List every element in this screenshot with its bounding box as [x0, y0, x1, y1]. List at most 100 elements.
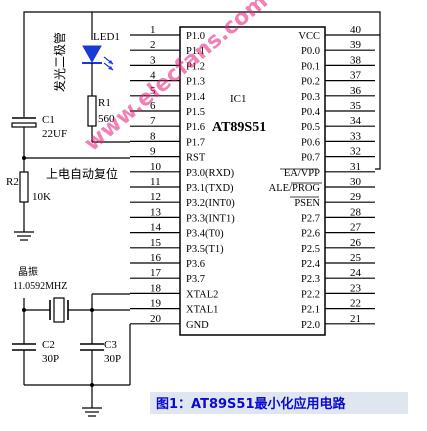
pin-label: P3.1(TXD)	[186, 183, 234, 194]
pin-number: 11	[150, 176, 161, 188]
r1-body	[87, 95, 97, 127]
left-pin-group: 1P1.02P1.13P1.24P1.35P1.46P1.57P1.68P1.7…	[130, 24, 235, 331]
pin-number: 38	[350, 54, 362, 66]
pin-number: 23	[350, 282, 362, 294]
pin-number: 12	[150, 191, 161, 203]
pin-label: P3.3(INT1)	[186, 213, 235, 224]
pin-number: 34	[350, 115, 362, 127]
r1-value: 560	[98, 113, 115, 125]
pin-label: XTAL1	[186, 305, 218, 316]
pin-number: 13	[150, 206, 162, 218]
pin-number: 28	[350, 206, 362, 218]
r1-label: R1	[98, 97, 111, 109]
left-pin: 6P1.5	[130, 100, 205, 118]
led-label: LED1	[93, 31, 120, 43]
pin-label: XTAL2	[186, 289, 218, 300]
pin-label: P1.6	[186, 122, 205, 133]
c3-label: C3	[104, 339, 117, 351]
pin-label: P3.7	[186, 274, 205, 285]
caption-background	[150, 392, 408, 414]
pin-label: P2.0	[301, 320, 320, 331]
pin-label: P1.4	[186, 92, 206, 103]
pin-label: P1.7	[186, 137, 205, 148]
led-ray-arrow-2	[108, 66, 113, 70]
pin-label: P2.1	[301, 305, 320, 316]
c2-value: 30P	[42, 353, 59, 365]
left-pin: 2P1.1	[130, 39, 205, 57]
pin-number: 27	[350, 222, 362, 234]
pin-label: P2.3	[301, 274, 320, 285]
pin-label: P0.7	[301, 153, 320, 164]
pin-label: P0.0	[301, 46, 320, 57]
vcc-left-wire	[23, 11, 92, 117]
pin-number: 3	[150, 54, 156, 66]
pin-number: 10	[150, 161, 162, 173]
pin-number: 8	[150, 130, 156, 142]
pin-label: P3.6	[186, 259, 205, 270]
pin-label: PSEN	[294, 198, 320, 209]
pin-label: EA/VPP	[284, 168, 320, 179]
right-pin-group: 40VCC39P0.038P0.137P0.236P0.335P0.434P0.…	[269, 24, 375, 331]
left-pin: 7P1.6	[130, 115, 205, 133]
left-pin: 8P1.7	[130, 130, 205, 148]
chip-body	[179, 26, 326, 336]
pin-label: P2.6	[301, 229, 320, 240]
pin-label: P0.6	[301, 137, 320, 148]
r2-label: R2	[6, 176, 19, 188]
pin-label: P1.3	[186, 77, 205, 88]
pin-number: 14	[150, 222, 162, 234]
r2-value: 10K	[32, 191, 51, 203]
pin-number: 29	[350, 191, 362, 203]
pin-label: P2.7	[301, 213, 320, 224]
pin-number: 2	[150, 39, 156, 51]
pin-number: 15	[150, 237, 162, 249]
pin-number: 31	[350, 161, 361, 173]
pin-number: 24	[350, 267, 362, 279]
pin-label: ALE/PROG	[269, 183, 321, 194]
pin-number: 26	[350, 237, 362, 249]
pin-number: 40	[350, 24, 362, 36]
pin-label: P3.4(T0)	[186, 229, 224, 240]
pin-number: 36	[350, 85, 362, 97]
pin-label: P0.4	[301, 107, 321, 118]
pin-label: P3.2(INT0)	[186, 198, 235, 209]
pin-number: 22	[350, 298, 361, 310]
figure-caption: 图1：AT89S51最小化应用电路	[156, 396, 347, 412]
pin-number: 7	[150, 115, 156, 127]
led-description: 发光二极管	[52, 32, 67, 92]
pin-label: P1.2	[186, 61, 205, 72]
pin-number: 17	[150, 267, 162, 279]
pin-label: VCC	[298, 31, 320, 42]
pin-number: 21	[350, 313, 361, 325]
pin-label: P2.5	[301, 244, 320, 255]
vcc-rail-wire	[91, 11, 381, 40]
pin-label: P0.1	[301, 61, 320, 72]
pin-number: 25	[350, 252, 362, 264]
chip-name: AT89S51	[212, 120, 266, 135]
pin-number: 18	[150, 282, 162, 294]
pin-number: 9	[150, 146, 156, 158]
pin-number: 33	[350, 130, 362, 142]
crystal-value: 11.0592MHZ	[13, 281, 67, 292]
pin-label: P1.1	[186, 46, 205, 57]
